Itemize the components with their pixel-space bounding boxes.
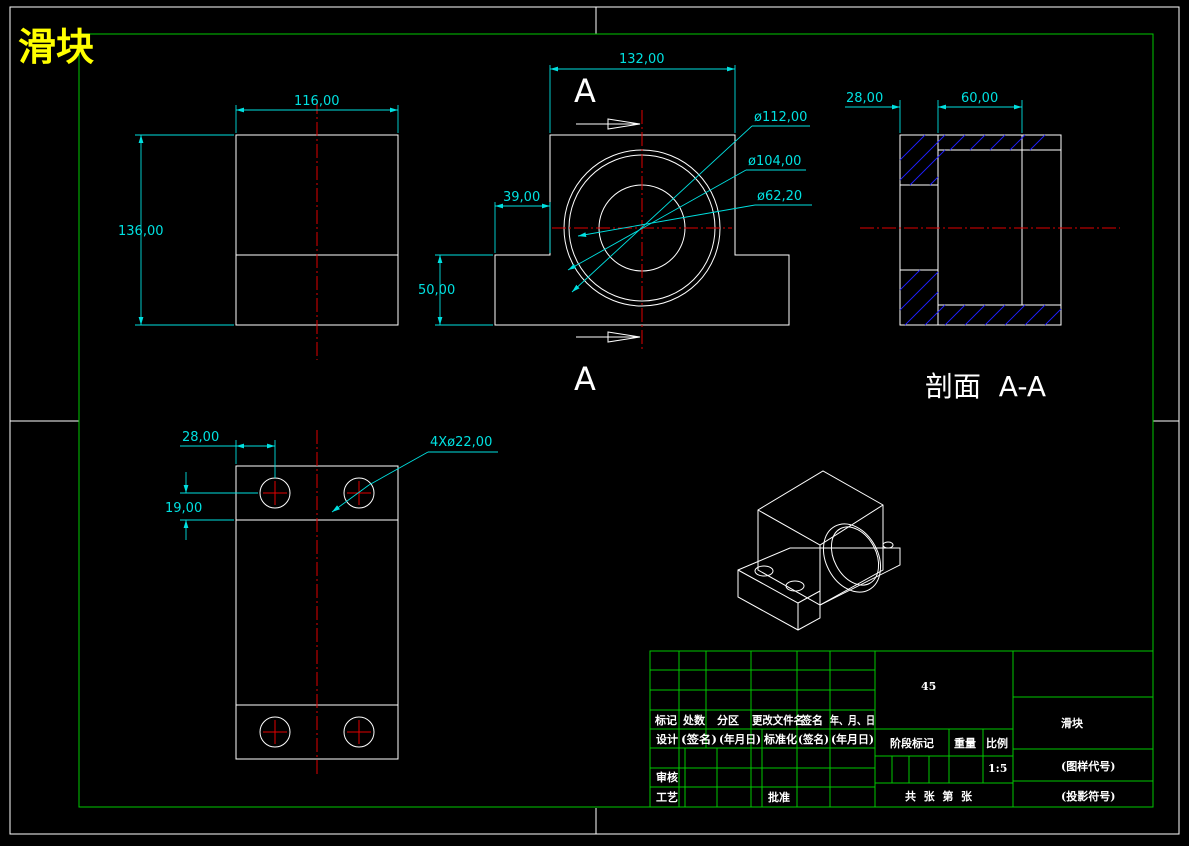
tb-stage-mark: 阶段标记 (890, 736, 934, 750)
tb-ratio: 比例 (986, 736, 1008, 750)
front-view: 116,00 136,00 (118, 94, 399, 360)
dim-dia-inner: ø62,20 (757, 189, 802, 204)
dim-mid-base: 50,00 (418, 283, 455, 298)
dim-mid-step: 39,00 (503, 190, 540, 205)
dim-holes: 4Xø22,00 (430, 435, 492, 450)
tb-design-sign: (签名) (681, 732, 717, 746)
top-view: 28,00 19,00 4Xø22,00 (165, 430, 498, 775)
tb-review: 审核 (656, 770, 678, 784)
tb-scale: 1:5 (988, 762, 1007, 775)
tb-design: 设计 (656, 732, 678, 746)
tb-material: 45 (921, 680, 936, 693)
dim-sec-left: 28,00 (846, 91, 883, 106)
tb-craft: 工艺 (656, 790, 678, 804)
title-block: 标记 处数 分区 更改文件名 签名 年、月、日 设计 (签名) (年月日) 标准… (649, 650, 1154, 808)
tb-sign: 签名 (800, 713, 823, 727)
tb-date: 年、月、日 (830, 713, 875, 727)
tb-mark: 标记 (654, 713, 677, 727)
tb-approve: 批准 (768, 790, 790, 804)
inner-frame (78, 33, 1154, 808)
tb-sheets: 共 张 第 张 (905, 789, 973, 803)
outer-border (9, 6, 1180, 835)
section-label: 剖面 A-A (925, 370, 1046, 403)
tb-drawing-code: (图样代号) (1061, 759, 1115, 773)
dim-sec-right: 60,00 (961, 91, 998, 106)
drawing-title: 滑块 (18, 25, 94, 69)
tb-design-date: (年月日) (719, 732, 761, 746)
section-mark-top: A (574, 72, 596, 110)
dim-front-width: 116,00 (294, 94, 340, 109)
dim-hole-offset: 28,00 (182, 430, 219, 445)
tb-weight: 重量 (954, 736, 976, 750)
dim-front-height: 136,00 (118, 224, 164, 239)
isometric-view (737, 470, 901, 631)
tb-std-sign: (签名) (798, 732, 829, 746)
tb-zone: 分区 (717, 713, 739, 727)
dim-mid-width: 132,00 (619, 52, 665, 67)
tb-projection: (投影符号) (1061, 789, 1115, 803)
tb-part-name: 滑块 (1061, 716, 1084, 730)
dim-dia-outer: ø112,00 (754, 110, 807, 125)
section-mark-bottom: A (574, 360, 596, 398)
section-view: 28,00 60,00 剖面 A-A (845, 91, 1120, 403)
dim-hole-vert: 19,00 (165, 501, 202, 516)
tb-change-doc: 更改文件名 (752, 713, 804, 727)
dim-dia-mid: ø104,00 (748, 154, 801, 169)
tb-standardize: 标准化 (763, 732, 797, 746)
tb-std-date: (年月日) (831, 732, 874, 746)
side-view: 132,00 39,00 50,00 ø112,00 ø104,00 ø62,2… (418, 52, 812, 398)
tb-count: 处数 (682, 713, 706, 727)
